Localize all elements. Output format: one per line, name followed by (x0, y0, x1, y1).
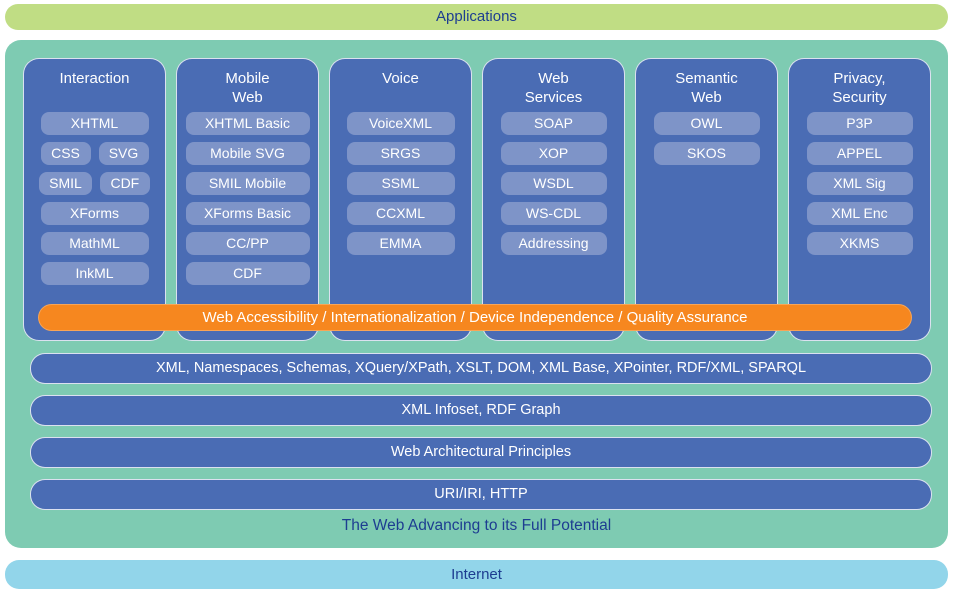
tech-pill: SRGS (346, 142, 455, 165)
pill-row: XHTML (24, 112, 165, 135)
tech-pill: WS-CDL (500, 202, 607, 225)
tech-pill: XHTML (40, 112, 149, 135)
pill-row: SMIL CDF (24, 172, 165, 195)
pill-row: CCXML (330, 202, 471, 225)
pill-row: SRGS (330, 142, 471, 165)
pill-row: OWL (636, 112, 777, 135)
pill-row: SOAP (483, 112, 624, 135)
column-title: Semantic Web (675, 70, 738, 106)
pill-row: InkML (24, 262, 165, 285)
pill-row: VoiceXML (330, 112, 471, 135)
pill-row: SMIL Mobile (177, 172, 318, 195)
pill-row: CSS SVG (24, 142, 165, 165)
column-title: Privacy, Security (832, 70, 887, 106)
foundation-bar-uri-http-layer: URI/IRI, HTTP (30, 479, 932, 510)
applications-layer-bar: Applications (5, 4, 948, 30)
column-title: Mobile Web (225, 70, 270, 106)
tech-pill: SSML (346, 172, 455, 195)
pill-row: Mobile SVG (177, 142, 318, 165)
internet-layer-bar: Internet (5, 560, 948, 589)
pill-row: Addressing (483, 232, 624, 255)
column-title: Interaction (59, 70, 130, 87)
tech-pill: CDF (99, 172, 150, 195)
tech-pill: Addressing (500, 232, 607, 255)
tech-pill: CCXML (346, 202, 455, 225)
column-title: Web Services (524, 70, 583, 106)
tech-pill: SOAP (500, 112, 607, 135)
tech-pill: XForms Basic (185, 202, 310, 225)
pill-row: SSML (330, 172, 471, 195)
foundation-bar-architecture-layer: Web Architectural Principles (30, 437, 932, 468)
tech-pill: XML Sig (806, 172, 913, 195)
tech-pill: CDF (185, 262, 310, 285)
tech-pill: OWL (653, 112, 760, 135)
foundation-bar-infoset-layer: XML Infoset, RDF Graph (30, 395, 932, 426)
pill-row: P3P (789, 112, 930, 135)
tech-pill: APPEL (806, 142, 913, 165)
tech-pill: CSS (40, 142, 91, 165)
tech-pill: XKMS (806, 232, 913, 255)
tech-pill: VoiceXML (346, 112, 455, 135)
tech-pill: XOP (500, 142, 607, 165)
tech-pill: SVG (98, 142, 149, 165)
pill-row: EMMA (330, 232, 471, 255)
pill-row: SKOS (636, 142, 777, 165)
pill-row: XKMS (789, 232, 930, 255)
pill-row: XForms Basic (177, 202, 318, 225)
pill-row: MathML (24, 232, 165, 255)
tech-pill: P3P (806, 112, 913, 135)
tech-pill: InkML (40, 262, 149, 285)
tech-pill: SMIL (39, 172, 92, 195)
pill-row: XML Sig (789, 172, 930, 195)
horizontal-activities-banner: Web Accessibility / Internationalization… (38, 304, 912, 331)
pill-row: WS-CDL (483, 202, 624, 225)
pill-row: XML Enc (789, 202, 930, 225)
pill-row: XForms (24, 202, 165, 225)
pill-row: CC/PP (177, 232, 318, 255)
tech-pill: XForms (40, 202, 149, 225)
tech-pill: Mobile SVG (185, 142, 310, 165)
tech-pill: SMIL Mobile (185, 172, 310, 195)
stack-tagline: The Web Advancing to its Full Potential (341, 517, 612, 534)
pill-row: XOP (483, 142, 624, 165)
column-title: Voice (382, 70, 419, 87)
pill-row: CDF (177, 262, 318, 285)
tech-pill: EMMA (346, 232, 455, 255)
pill-row: APPEL (789, 142, 930, 165)
pill-row: WSDL (483, 172, 624, 195)
tech-pill: MathML (40, 232, 149, 255)
tech-pill: WSDL (500, 172, 607, 195)
tech-pill: XHTML Basic (185, 112, 310, 135)
pill-row: XHTML Basic (177, 112, 318, 135)
tech-pill: XML Enc (806, 202, 913, 225)
tech-pill: SKOS (653, 142, 760, 165)
foundation-bar-xml-layer: XML, Namespaces, Schemas, XQuery/XPath, … (30, 353, 932, 384)
tech-pill: CC/PP (185, 232, 310, 255)
